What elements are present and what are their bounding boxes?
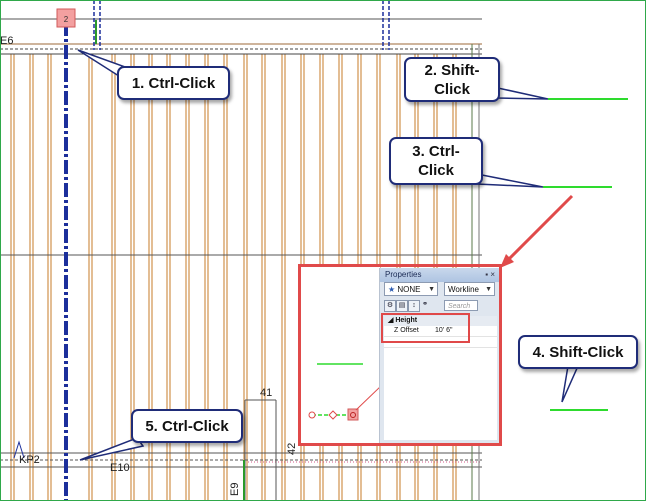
wall-label-e9: E9 <box>229 482 241 496</box>
triangle-icon <box>13 440 25 459</box>
callout-3: 3. Ctrl-Click <box>389 137 483 185</box>
callout-pointer <box>476 173 544 188</box>
dimension-label-42: 42 <box>286 442 298 455</box>
marker-box[interactable] <box>56 8 76 28</box>
callout-4-text: 4. Shift-Click <box>532 343 624 361</box>
wall-label-e6: E6 <box>0 35 14 47</box>
property-grid[interactable]: ◢ Height Z Offset 10' 6" <box>384 316 497 440</box>
property-key: Z Offset <box>394 327 419 334</box>
callout-pointer <box>497 87 549 100</box>
callout-1: 1. Ctrl-Click <box>117 66 230 100</box>
red-arrowhead <box>500 254 514 268</box>
filter-dropdown[interactable]: ★ NONE ▼ <box>384 282 438 296</box>
star-filter-icon: ★ <box>388 285 396 294</box>
chevron-down-icon: ▼ <box>485 286 492 293</box>
pin-icon[interactable]: ▪ × <box>485 270 495 279</box>
properties-title: Properties ▪ × <box>380 268 499 282</box>
search-input[interactable]: Search <box>444 300 478 311</box>
chevron-down-icon: ▼ <box>428 286 435 293</box>
settings-icon[interactable]: ⚙ <box>384 300 396 312</box>
properties-title-text: Properties <box>385 270 422 279</box>
section-label: Height <box>395 317 418 324</box>
callout-5-text: 5. Ctrl-Click <box>145 417 229 435</box>
workline-value: Workline <box>448 285 479 294</box>
filter-value: NONE <box>397 285 421 294</box>
property-row-empty <box>384 337 497 348</box>
callout-4: 4. Shift-Click <box>518 335 638 369</box>
property-row[interactable]: Z Offset 10' 6" <box>384 326 497 337</box>
red-arrow <box>506 194 574 262</box>
properties-icon[interactable]: ⚭ <box>422 301 428 308</box>
categorized-icon[interactable]: ▤ <box>396 300 408 312</box>
callout-3-text: 3. Ctrl-Click <box>412 143 460 179</box>
callout-1-text: 1. Ctrl-Click <box>131 74 216 92</box>
callout-5: 5. Ctrl-Click <box>131 409 243 443</box>
property-value[interactable]: 10' 6" <box>435 327 453 334</box>
wall-label-e10: E10 <box>110 462 130 474</box>
callout-pointer <box>561 365 580 403</box>
callout-2-text: 2. Shift-Click <box>424 61 480 98</box>
wall-label-kp2: KP2 <box>19 454 40 466</box>
sort-icon[interactable]: ↕ <box>408 300 420 312</box>
section-header[interactable]: ◢ Height <box>384 316 497 326</box>
callout-2: 2. Shift-Click <box>404 57 500 102</box>
marker-label: 2 <box>64 15 69 24</box>
zoom-inset-canvas <box>300 266 380 444</box>
dimension-label-41: 41 <box>260 387 273 399</box>
zoom-inset-drawing <box>308 363 380 421</box>
workline-dropdown[interactable]: Workline ▼ <box>444 282 495 296</box>
properties-panel[interactable]: Properties ▪ × ★ NONE ▼ Workline ▼ ⚙ ▤ ↕… <box>379 268 499 443</box>
